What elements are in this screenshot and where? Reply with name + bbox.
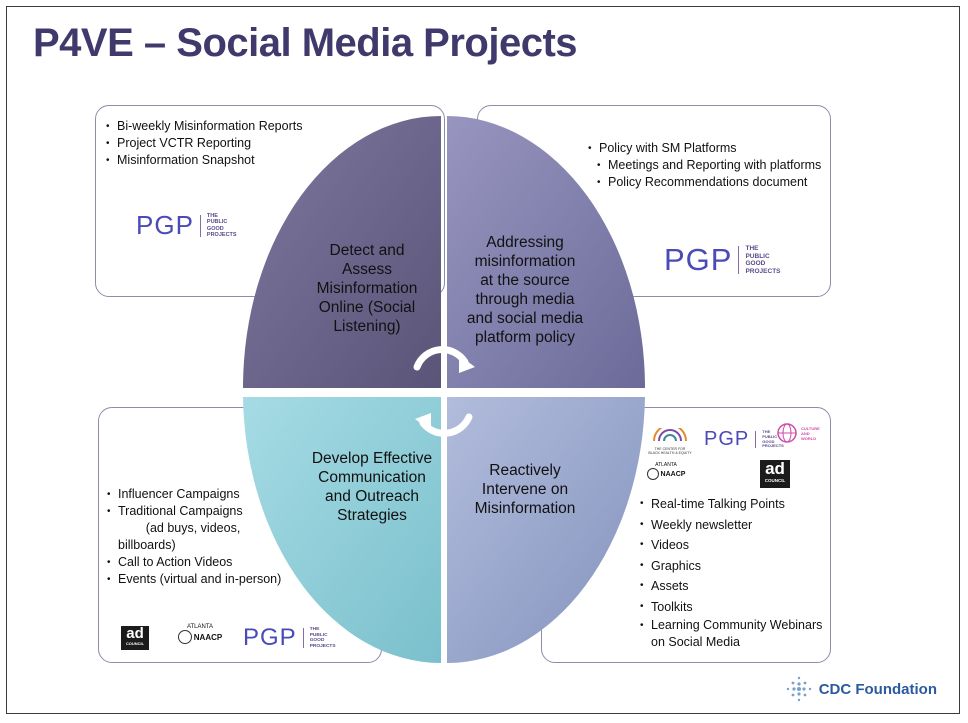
- pgp-logo-letters: PGP: [664, 242, 733, 277]
- list-item: Call to Action Videos: [107, 554, 287, 571]
- list-item: Misinformation Snapshot: [106, 152, 302, 169]
- list-item: Weekly newsletter: [640, 515, 826, 536]
- list-item: Policy with SM Platforms: [588, 140, 828, 157]
- quadrant-bottom-right: [447, 397, 645, 664]
- naacp-logo: ATLANTA NAACP: [175, 624, 225, 644]
- naacp-logo: ATLANTA NAACP: [642, 462, 690, 480]
- slide: P4VE – Social Media Projects Bi-weekly M…: [6, 6, 960, 714]
- list-item: Graphics: [640, 556, 826, 577]
- cdc-foundation-label: CDC Foundation: [818, 680, 937, 698]
- list-item: Events (virtual and in-person): [107, 571, 287, 588]
- ad-council-logo: ad COUNCIL: [760, 460, 790, 488]
- quadrant-label-detect: Detect and Assess Misinformation Online …: [316, 242, 418, 335]
- pgp-logo-letters: PGP: [243, 624, 297, 651]
- policy-list: Policy with SM Platforms: [588, 140, 828, 157]
- ad-council-logo: ad COUNCIL: [121, 626, 149, 650]
- quadrant-label-addressing: Addressing misinformation at the source …: [466, 234, 584, 346]
- detect-assess-list: Bi-weekly Misinformation Reports Project…: [106, 118, 302, 169]
- cdc-foundation-logo: CDC Foundation: [785, 675, 937, 703]
- quadrant-bottom-left: [243, 397, 441, 664]
- list-item: Policy Recommendations document: [588, 174, 828, 191]
- policy-sublist: Meetings and Reporting with platforms Po…: [588, 157, 828, 191]
- quadrant-label-develop: Develop Effective Communication and Outr…: [311, 450, 433, 524]
- pgp-logo-letters: PGP: [704, 428, 750, 450]
- list-item: Learning Community Webinars on Social Me…: [640, 617, 826, 651]
- quadrant-top-left: [243, 116, 441, 388]
- cycle-diagram: [243, 116, 645, 664]
- quadrant-label-reactive: Reactively Intervene on Misinformation: [474, 462, 576, 517]
- communication-list: Influencer Campaigns Traditional Campaig…: [107, 486, 287, 588]
- slide-title: P4VE – Social Media Projects: [33, 21, 578, 65]
- naacp-seal-icon: [177, 630, 192, 644]
- list-item: Influencer Campaigns: [107, 486, 287, 503]
- quadrant-top-right: [447, 116, 645, 388]
- list-item: Bi-weekly Misinformation Reports: [106, 118, 302, 135]
- reactive-list: Real-time Talking Points Weekly newslett…: [640, 494, 826, 651]
- pgp-logo-letters: PGP: [136, 210, 194, 240]
- list-item: Toolkits: [640, 597, 826, 618]
- list-item: Traditional Campaigns (ad buys, videos, …: [107, 503, 287, 554]
- dots-icon: [786, 676, 811, 702]
- list-item: Project VCTR Reporting: [106, 135, 302, 152]
- list-item: Assets: [640, 576, 826, 597]
- list-item: Real-time Talking Points: [640, 494, 826, 515]
- list-item: Videos: [640, 535, 826, 556]
- list-item: Meetings and Reporting with platforms: [588, 157, 828, 174]
- globe-icon: [777, 423, 797, 443]
- naacp-seal-icon: [646, 468, 659, 480]
